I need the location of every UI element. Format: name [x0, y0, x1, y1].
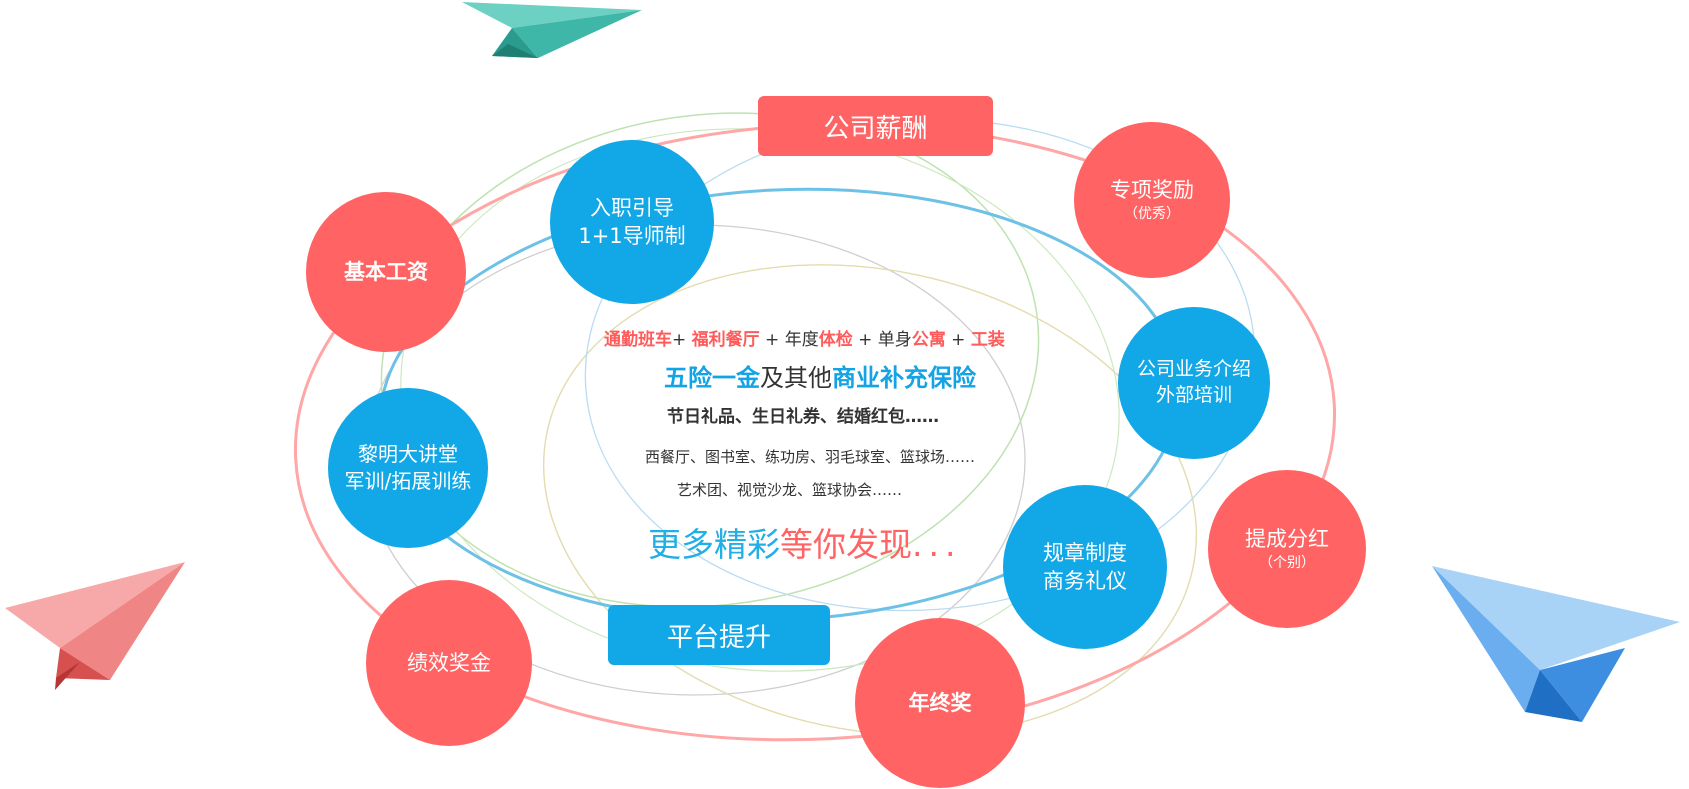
- special-award-node: 专项奖励 （优秀）: [1074, 122, 1230, 278]
- plus-text-2: +: [945, 330, 971, 350]
- basic-salary-node: 基本工资: [306, 192, 466, 352]
- commercial-insurance-text: 商业补充保险: [832, 364, 976, 392]
- benefits-line-3: 节日礼品、生日礼券、结婚红包……: [667, 407, 939, 427]
- onboarding-node: 入职引导 1+1导师制: [550, 140, 714, 304]
- paper-plane-red-icon: [5, 562, 185, 690]
- commission-sub: （个别）: [1259, 554, 1315, 571]
- rules-node: 规章制度 商务礼仪: [1003, 485, 1167, 649]
- commission-label: 提成分红: [1245, 527, 1329, 552]
- special-award-label: 专项奖励: [1110, 178, 1194, 203]
- business-line2: 外部培训: [1155, 384, 1232, 406]
- rules-line1: 规章制度: [1043, 540, 1127, 565]
- ring-olive-1: [542, 264, 1198, 736]
- ellipsis-text: ...: [912, 525, 962, 564]
- performance-bonus-label: 绩效奖金: [407, 650, 491, 675]
- plus-text: +: [672, 330, 692, 350]
- special-award-sub: （优秀）: [1124, 205, 1180, 222]
- paper-plane-teal-icon: [462, 2, 642, 58]
- commission-node: 提成分红 （个别）: [1208, 470, 1366, 628]
- more-exciting-text: 更多精彩: [648, 525, 780, 564]
- year-end-bonus-label: 年终奖: [908, 690, 972, 715]
- waiting-text: 等你发现: [780, 525, 912, 564]
- business-training-node: 公司业务介绍 外部培训: [1118, 307, 1270, 459]
- rules-line2: 商务礼仪: [1043, 569, 1127, 593]
- basic-salary-label: 基本工资: [344, 259, 428, 284]
- lecture-line1: 黎明大讲堂: [358, 442, 458, 466]
- benefits-line-2: 五险一金及其他商业补充保险: [664, 358, 976, 393]
- paper-plane-blue-icon: [1432, 566, 1680, 722]
- single-text: + 单身: [852, 330, 912, 350]
- insurance-text: 五险一金: [664, 364, 760, 392]
- business-line1: 公司业务介绍: [1136, 358, 1251, 381]
- company-salary-box: 公司薪酬: [758, 96, 993, 156]
- lecture-line2: 军训/拓展训练: [344, 469, 472, 493]
- apartment-text: 公寓: [911, 330, 946, 350]
- onboarding-line2: 1+1导师制: [578, 224, 686, 248]
- onboarding-line1: 入职引导: [590, 195, 674, 220]
- benefits-line-4: 西餐厅、图书室、练功房、羽毛球室、篮球场……: [645, 448, 976, 466]
- benefits-line-5: 艺术团、视觉沙龙、篮球协会……: [677, 481, 903, 499]
- benefits-line-6: 更多精彩等你发现...: [648, 518, 961, 566]
- canteen-text: 福利餐厅: [691, 330, 760, 350]
- and-other-text: 及其他: [760, 364, 832, 392]
- checkup-text: 体检: [818, 330, 853, 350]
- lecture-node: 黎明大讲堂 军训/拓展训练: [328, 388, 488, 548]
- commute-bus-text: 通勤班车: [604, 330, 672, 350]
- benefits-line-1: 通勤班车+ 福利餐厅 + 年度体检 + 单身公寓 + 工装: [604, 325, 1005, 350]
- performance-bonus-node: 绩效奖金: [366, 580, 532, 746]
- annual-text: + 年度: [759, 330, 819, 350]
- uniform-text: 工装: [970, 330, 1005, 350]
- platform-upgrade-box: 平台提升: [608, 605, 830, 665]
- year-end-bonus-node: 年终奖: [855, 618, 1025, 788]
